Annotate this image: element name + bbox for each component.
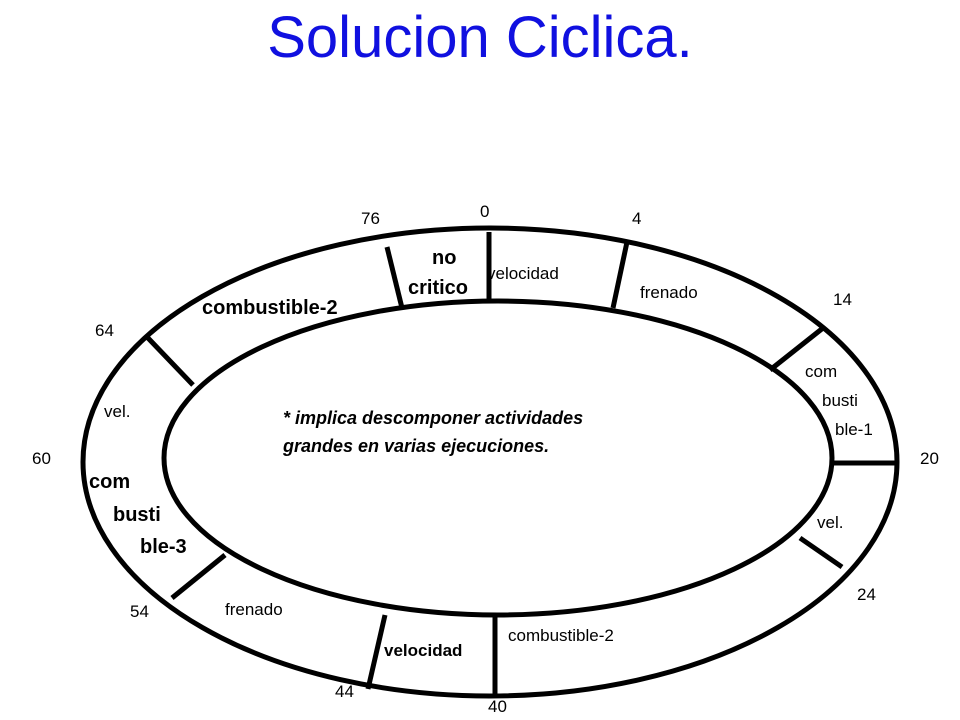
segment-combustible-1-line3: ble-1 xyxy=(835,420,873,439)
tick-60: 60 xyxy=(32,449,51,468)
divider-14 xyxy=(768,326,825,372)
divider-4 xyxy=(610,241,630,309)
tick-64: 64 xyxy=(95,321,114,340)
segment-combustible-1-line2: busti xyxy=(822,391,858,410)
segment-combustible-3-line2: busti xyxy=(113,504,161,526)
tick-40: 40 xyxy=(488,697,507,716)
tick-24: 24 xyxy=(857,585,876,604)
inner-ring xyxy=(161,298,835,618)
segment-dividers xyxy=(146,232,898,697)
segment-velocidad-top: velocidad xyxy=(487,264,559,283)
segment-velocidad-bottom: velocidad xyxy=(384,641,462,660)
segment-no-critico-line1: no xyxy=(432,247,456,269)
segment-combustible-2-top: combustible-2 xyxy=(202,297,338,319)
tick-14: 14 xyxy=(833,290,852,309)
segment-vel-left: vel. xyxy=(104,402,130,421)
note-line2: grandes en varias ejecuciones. xyxy=(282,436,549,456)
divider-64 xyxy=(146,336,195,387)
tick-76: 76 xyxy=(361,209,380,228)
tick-0: 0 xyxy=(480,202,489,221)
tick-20: 20 xyxy=(920,449,939,468)
segment-frenado-top: frenado xyxy=(640,283,698,302)
segment-frenado-bottom: frenado xyxy=(225,600,283,619)
tick-44: 44 xyxy=(335,682,354,701)
segment-combustible-1-line1: com xyxy=(805,362,837,381)
note-line1: * implica descomponer actividades xyxy=(283,408,583,428)
segment-combustible-3-line3: ble-3 xyxy=(140,536,187,558)
divider-76 xyxy=(384,246,405,309)
page-title: Solucion Ciclica. xyxy=(267,5,693,70)
divider-54 xyxy=(170,553,227,600)
divider-24 xyxy=(798,535,844,570)
segment-vel-right: vel. xyxy=(817,513,843,532)
tick-54: 54 xyxy=(130,602,149,621)
divider-44 xyxy=(365,614,388,690)
tick-4: 4 xyxy=(632,209,641,228)
segment-combustible-2-bottom: combustible-2 xyxy=(508,626,614,645)
segment-combustible-3-line1: com xyxy=(89,471,130,493)
segment-no-critico-line2: critico xyxy=(408,277,468,299)
